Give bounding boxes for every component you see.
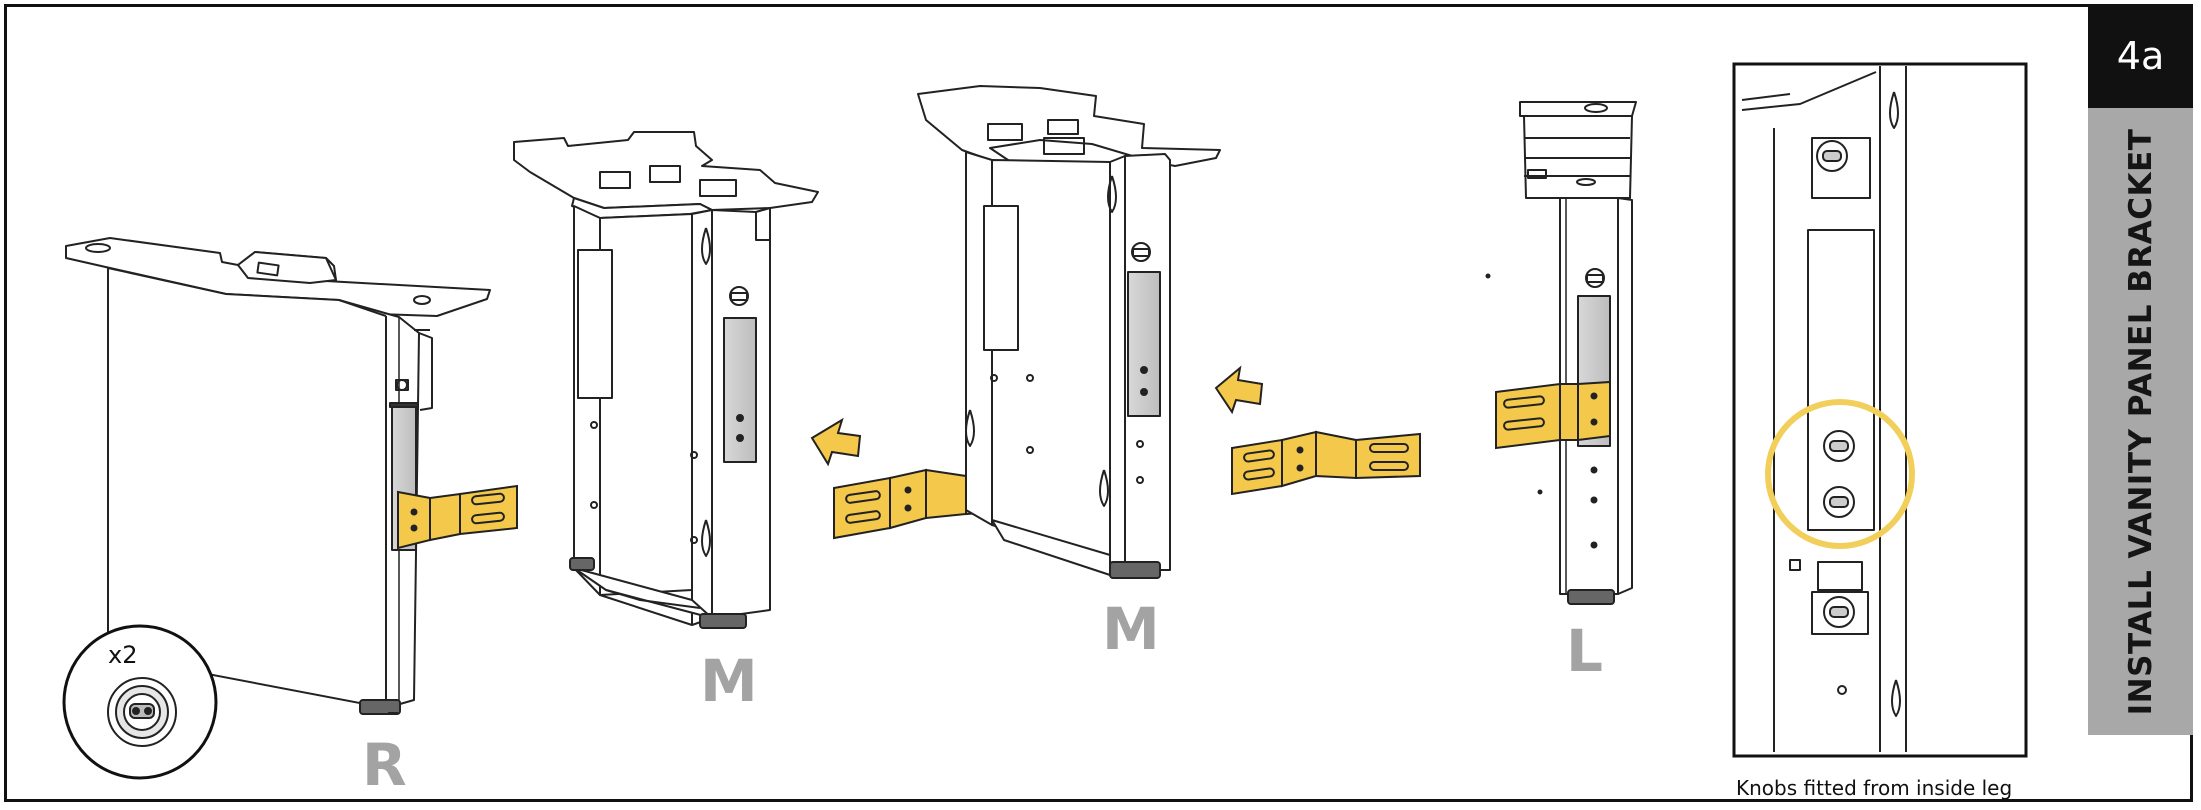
leg-m2-drawing (917, 85, 1221, 579)
highlight-ring (1765, 399, 1915, 549)
knob-quantity: x2 (108, 641, 138, 669)
bracket-r (397, 484, 518, 550)
bracket-at-m (1231, 430, 1421, 496)
detail-caption: Knobs fitted from inside leg (1736, 776, 2013, 800)
leg-label-m1: M (700, 647, 758, 715)
step-number: 4a (2088, 4, 2193, 108)
leg-label-l: L (1566, 617, 1603, 685)
leg-label-m2: M (1102, 595, 1160, 663)
direction-arrow-1 (810, 417, 862, 467)
leg-l-drawing (1485, 101, 1637, 605)
bracket-l (1495, 380, 1611, 450)
knob-icon (107, 677, 177, 747)
leg-r-drawing (65, 237, 491, 715)
step-title: INSTALL VANITY PANEL BRACKET (2122, 128, 2159, 715)
leg-label-r: R (362, 731, 407, 799)
knob-callout (62, 624, 218, 780)
leg-m1-drawing (513, 131, 819, 629)
bracket-entering-m1 (834, 478, 890, 538)
step-title-bar: INSTALL VANITY PANEL BRACKET (2088, 108, 2193, 735)
direction-arrow-2 (1214, 365, 1264, 415)
detail-inset (1732, 62, 2028, 758)
